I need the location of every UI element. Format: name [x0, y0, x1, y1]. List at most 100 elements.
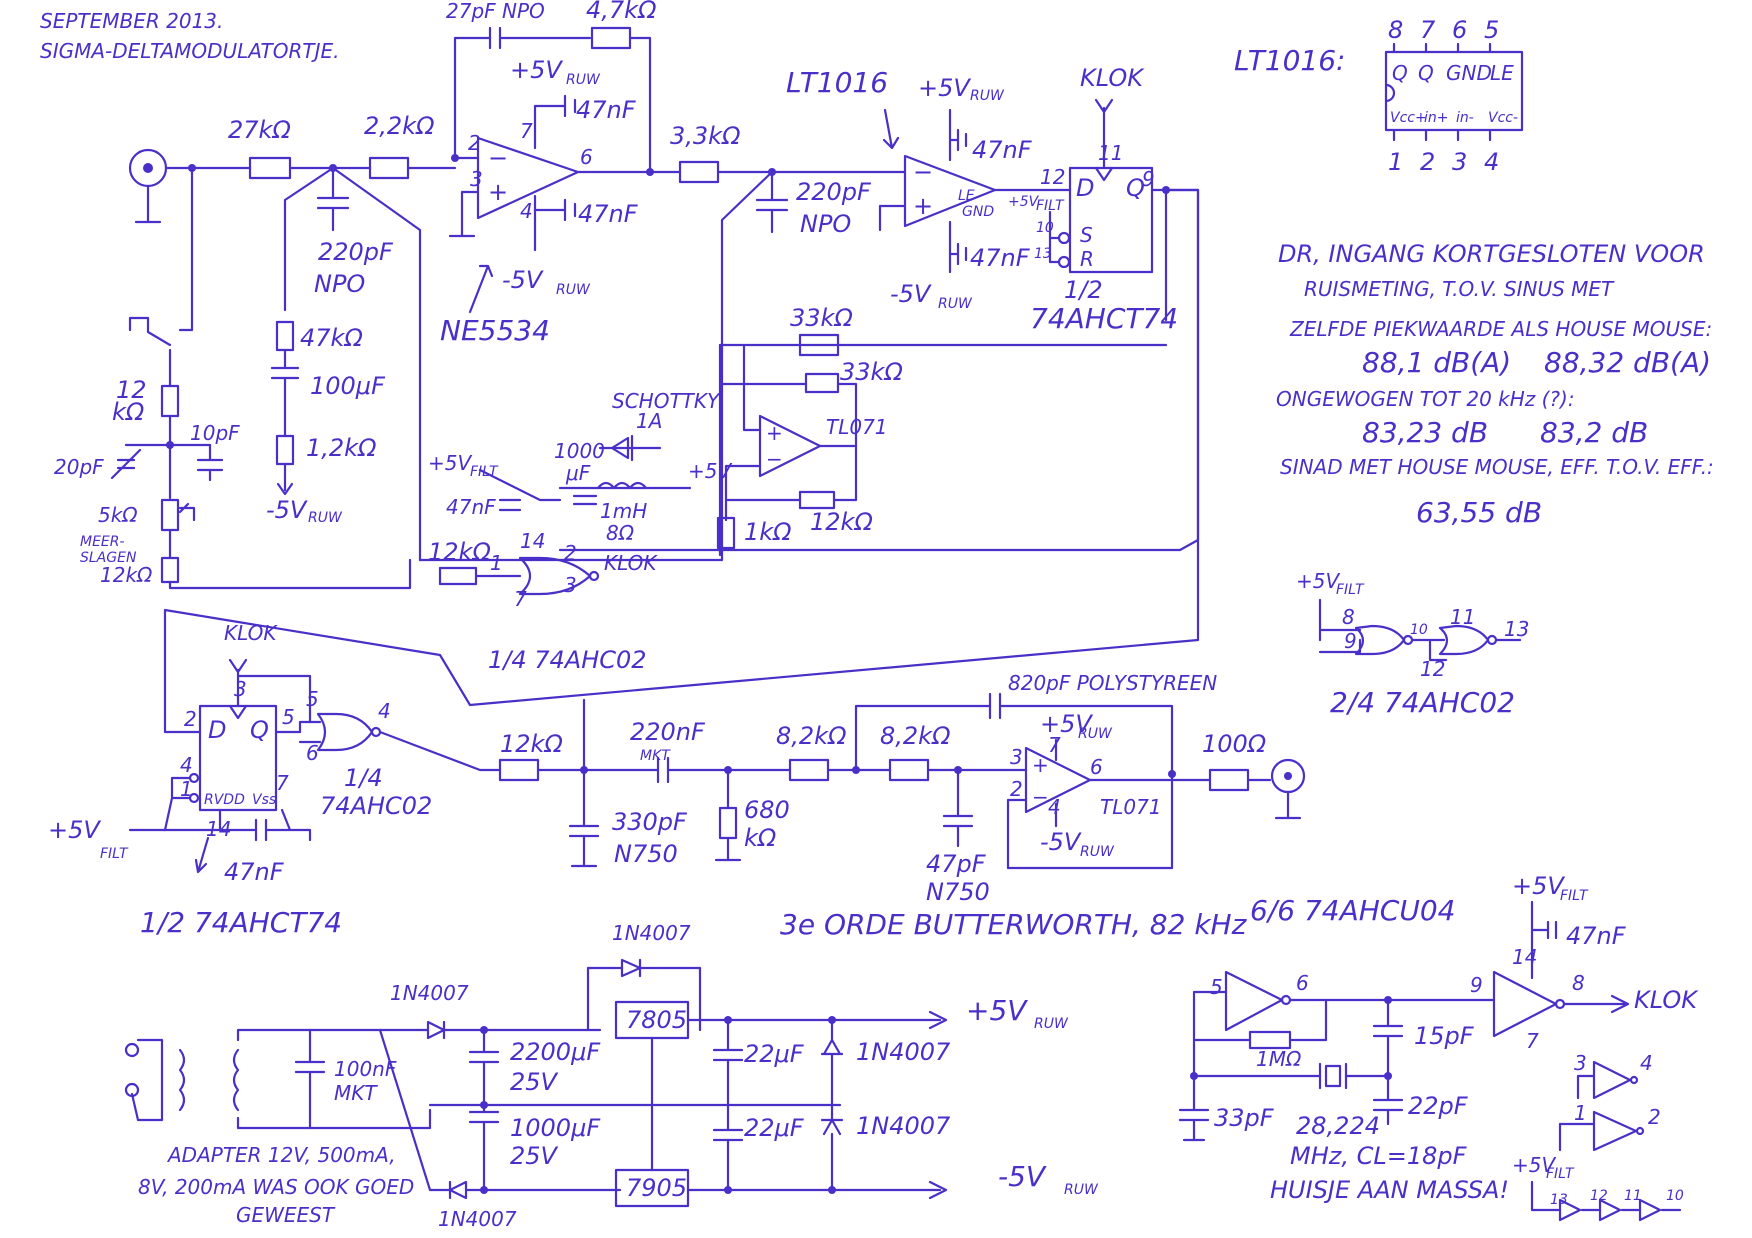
pin-label: 12 [1040, 165, 1065, 189]
pin-label: 14 [520, 529, 545, 553]
meerslagen2: SLAGEN [80, 550, 137, 566]
wire [742, 343, 762, 432]
pin-label: 5 [1210, 975, 1223, 999]
ff2-part: 1/2 74AHCT74 [140, 906, 342, 939]
wire [558, 446, 692, 490]
nor2-part: 1/4 [344, 764, 383, 792]
cap-22p [1372, 1074, 1404, 1126]
c10p-label: 10pF [190, 421, 240, 445]
date-note: SEPTEMBER 2013. [40, 9, 223, 33]
osc-r1m: 1MΩ [1256, 1047, 1302, 1071]
psu-vpos: +5V [966, 994, 1028, 1027]
pin-label: 9 [1344, 629, 1357, 653]
spare-vfilt: +5V [1512, 1153, 1556, 1177]
pinout-top-label: Q [1418, 61, 1434, 85]
r-1k-label: 1kΩ [744, 518, 792, 546]
pin-label: 14 [1512, 945, 1537, 969]
nor-gate-spare1 [1354, 624, 1406, 656]
pin-label: 2 [1010, 777, 1023, 801]
diode-1n4007-bypass [620, 958, 642, 978]
pinout-bottom-label: Vcc+ [1390, 110, 1427, 126]
pin-label: 10 [1036, 220, 1054, 236]
ff2-power [162, 808, 312, 842]
filter-desc: 3e ORDE BUTTERWORTH, 82 kHz [780, 908, 1248, 941]
wire [854, 704, 1174, 776]
arrow [194, 836, 210, 874]
nor-part-label: 1/4 74AHC02 [488, 646, 647, 674]
psu-diode: 1N4007 [438, 1207, 517, 1231]
inverter-chain [1558, 1198, 1662, 1222]
pin-label: 11 [1098, 141, 1123, 165]
r-680k [718, 806, 738, 840]
pin-label: 4 [1048, 795, 1061, 819]
cap-mid-label: 220pF [796, 178, 872, 206]
arrow [882, 108, 900, 150]
psu-c22u-a: 22μF [744, 1040, 805, 1068]
feedback-loop-wire [418, 170, 774, 562]
inverter-spare2 [1592, 1110, 1638, 1152]
r-8-2k-a [788, 758, 830, 782]
c820p-label: 820pF POLYSTYREEN [1008, 671, 1217, 695]
clock-notch [228, 704, 248, 720]
pin-label: 7 [520, 119, 533, 143]
supply-sub: RUW [566, 72, 601, 88]
trimcap [110, 448, 142, 480]
r-12k-nor-label: 12kΩ [428, 538, 491, 566]
clock-notch [1094, 166, 1114, 182]
ff2-c47n: 47nF [224, 858, 285, 886]
psu-c22u-b: 22μF [744, 1114, 805, 1142]
cap-100u [270, 348, 300, 438]
lt1016-pinout-box [1384, 42, 1524, 142]
ff-r: R [1080, 247, 1094, 271]
c220n-label: 220nF [630, 718, 706, 746]
filt-sub: FILT [1036, 198, 1065, 214]
decoup-label: 47nF [970, 244, 1031, 272]
psu-c1000-v: 25V [510, 1142, 559, 1170]
vneg-arrow [276, 462, 294, 496]
pin-label: 6 [580, 145, 593, 169]
ff-part: 74AHCT74 [1030, 302, 1178, 335]
pinout-bottom-label: Vcc- [1488, 110, 1518, 126]
meas-line4: ONGEWOGEN TOT 20 kHz (?): [1276, 387, 1575, 411]
cap-220p-mid [755, 170, 789, 234]
pinout-num: 1 [1388, 148, 1403, 176]
inductor [596, 481, 648, 490]
inductor-label: 1mH [600, 499, 647, 523]
diode-1n4007-in [418, 1020, 602, 1040]
lt1016-pinout-title: LT1016: [1234, 44, 1346, 77]
pin-label: 6 [1296, 971, 1309, 995]
psu-sub: RUW [1034, 1016, 1069, 1032]
ff2-d: D [208, 716, 226, 744]
pin-label: 10 [1666, 1188, 1684, 1204]
r5k-label: 5kΩ [98, 503, 138, 527]
wire [178, 166, 194, 332]
pin-label: 11 [1450, 605, 1475, 629]
pin-label: 3 [234, 677, 247, 701]
pin-label: 8 [1342, 605, 1355, 629]
minus-sign: − [1032, 785, 1049, 809]
pinout-top-label: GND [1446, 61, 1492, 85]
crystal-plates [1318, 1062, 1348, 1090]
cap-220p-type: NPO [314, 270, 365, 298]
pin-label: 7 [276, 771, 289, 795]
pinout-bottom-label: in- [1456, 110, 1474, 126]
r12k-top-label: 12 [116, 376, 147, 404]
ff2-vfilt: +5V [48, 816, 101, 844]
ne5534-label: NE5534 [440, 314, 550, 347]
fb-cap [488, 26, 502, 50]
r-47k [275, 320, 295, 352]
gnd-label: GND [962, 204, 994, 220]
cap-820p [988, 692, 1002, 720]
cap-47p [942, 768, 974, 848]
cap-220n [656, 756, 670, 784]
cap-15p [1372, 998, 1404, 1078]
pin-label: 7 [1526, 1029, 1539, 1053]
klok-out-arrow [1562, 994, 1630, 1014]
plus-sign: + [1032, 753, 1049, 777]
minus-sign: − [766, 447, 783, 471]
pinout-bottom-label: in+ [1424, 110, 1449, 126]
cap-220p [316, 166, 350, 232]
ff2-rvdd: RVDD [204, 792, 245, 808]
lt-vneg: -5V [890, 280, 932, 308]
